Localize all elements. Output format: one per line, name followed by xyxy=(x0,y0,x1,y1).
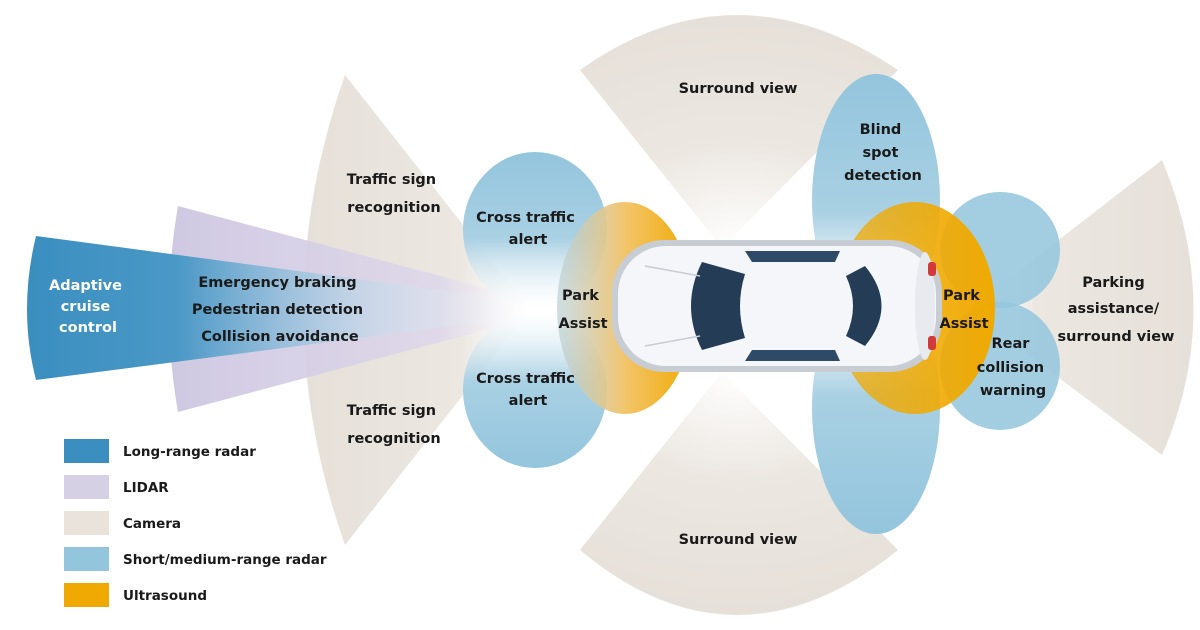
blind-spot-label: Blind spot detection xyxy=(844,122,922,184)
legend-swatch-ultrasound xyxy=(64,583,109,607)
legend-label-short-medium-range-radar: Short/medium-range radar xyxy=(123,552,327,568)
cross-traffic-top-label: Cross traffic alert xyxy=(476,210,580,248)
long-range-radar-zone xyxy=(27,236,530,380)
camera-surround-view-top-zone xyxy=(580,15,898,248)
camera-surround-view-bottom-zone xyxy=(580,372,898,615)
legend-swatch-lidar xyxy=(64,475,109,499)
surround-view-bottom-label: Surround view xyxy=(679,532,798,548)
rear-collision-label: Rear collision warning xyxy=(977,336,1049,399)
legend-label-ultrasound: Ultrasound xyxy=(123,588,207,604)
legend-label-camera: Camera xyxy=(123,516,181,532)
adaptive-cruise-label: Adaptive cruise control xyxy=(49,278,127,336)
legend-label-long-range-radar: Long-range radar xyxy=(123,444,256,460)
legend-swatch-long-range-radar xyxy=(64,439,109,463)
park-assist-rear-label: Park Assist xyxy=(939,288,988,332)
camera-parking-assistance-zone xyxy=(968,160,1194,455)
park-assist-front-label: Park Assist xyxy=(558,288,607,332)
surround-view-top-label: Surround view xyxy=(679,81,798,97)
legend: Long-range radar LIDAR Camera Short/medi… xyxy=(64,439,327,607)
legend-swatch-camera xyxy=(64,511,109,535)
traffic-sign-top-label: Traffic sign recognition xyxy=(347,172,441,216)
legend-swatch-short-medium-range-radar xyxy=(64,547,109,571)
traffic-sign-bottom-label: Traffic sign recognition xyxy=(347,403,441,447)
parking-assistance-label: Parking assistance/ surround view xyxy=(1058,275,1175,345)
cross-traffic-bottom-label: Cross traffic alert xyxy=(476,371,580,409)
car-top-view xyxy=(612,240,942,372)
legend-label-lidar: LIDAR xyxy=(123,480,169,496)
lidar-functions-label: Emergency braking Pedestrian detection C… xyxy=(192,275,368,345)
